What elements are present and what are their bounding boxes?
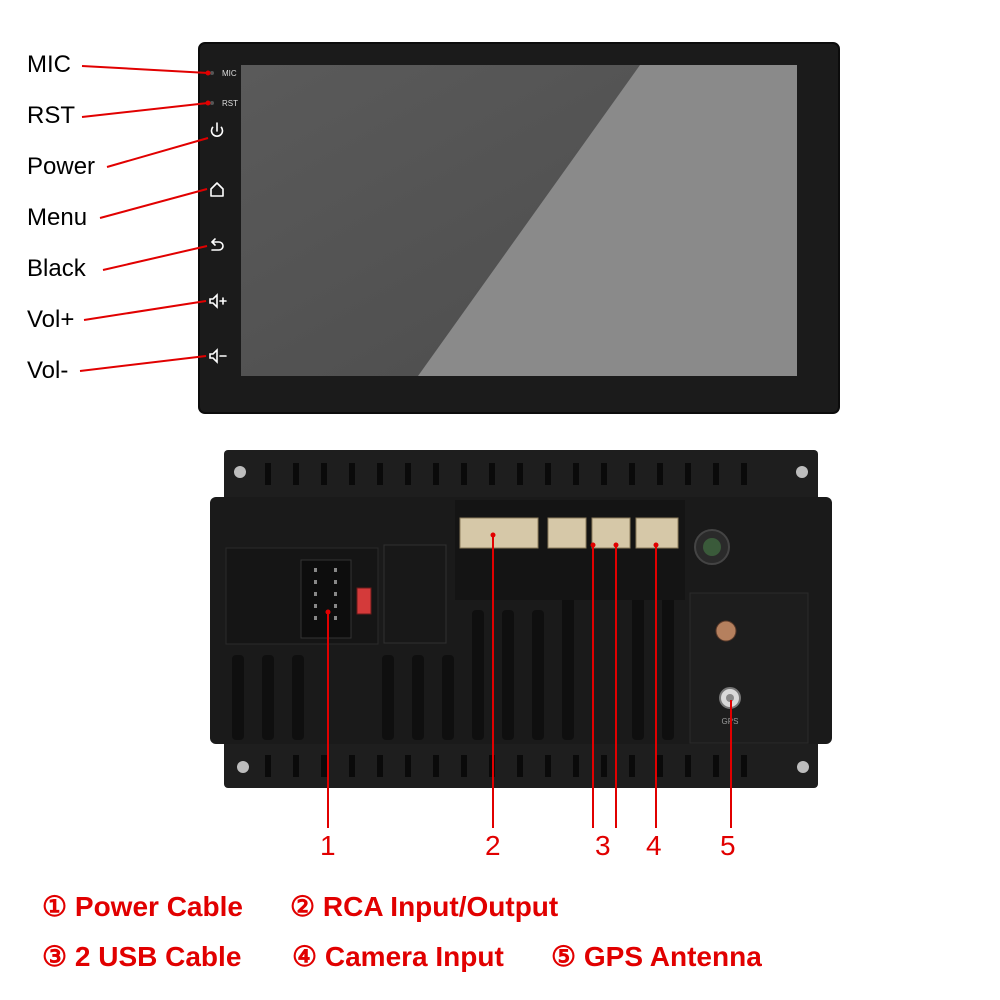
callout-number-3: 3 [595, 830, 611, 861]
volume-up-icon[interactable] [209, 293, 227, 309]
legend-symbol: ③ [42, 941, 68, 972]
volume-down-icon[interactable] [209, 348, 227, 364]
legend-symbol: ① [42, 891, 68, 922]
legend-text: Power Cable [74, 891, 243, 922]
legend-text: RCA Input/Output [322, 891, 559, 922]
usb-connector-1 [547, 517, 587, 549]
callout-number-1: 1 [320, 830, 336, 861]
radio-antenna-socket [715, 620, 737, 642]
mic-jack-core [703, 538, 721, 556]
legend-item-usb: ③ 2 USB Cable [42, 943, 241, 971]
legend-item-power-cable: ① Power Cable [42, 893, 243, 921]
mic-small-label: MIC [222, 69, 237, 78]
mic-label: MIC [27, 51, 71, 78]
power-label: Power [27, 153, 96, 180]
screw [797, 761, 809, 773]
side-vents [232, 570, 674, 740]
front-panel: MIC RST [198, 42, 840, 414]
black-label: Black [27, 255, 86, 282]
vol-down-label: Vol- [27, 357, 69, 384]
callout-number-2: 2 [485, 830, 501, 861]
legend-symbol: ⑤ [551, 941, 577, 972]
bottom-vents [265, 755, 747, 777]
home-icon[interactable] [210, 182, 224, 197]
blank-plate [383, 544, 447, 644]
legend-text: Camera Input [324, 941, 504, 972]
top-vents [265, 463, 747, 485]
vol-up-label: Vol+ [27, 306, 75, 333]
rst-label: RST [27, 102, 75, 129]
legend-item-gps: ⑤ GPS Antenna [551, 943, 762, 971]
legend-symbol: ④ [292, 941, 318, 972]
callout-number-4: 4 [646, 830, 662, 861]
legend-item-camera: ④ Camera Input [292, 943, 504, 971]
power-socket [300, 559, 352, 639]
screw [796, 466, 808, 478]
rca-connector [459, 517, 539, 549]
screw [234, 466, 246, 478]
front-leader-lines [79, 65, 209, 372]
mic-hole [210, 71, 214, 75]
connector-block [455, 500, 685, 600]
callout-number-5: 5 [720, 830, 736, 861]
reset-hole[interactable] [210, 101, 214, 105]
rst-small-label: RST [222, 99, 238, 108]
fuse [356, 587, 372, 615]
screen-glare [418, 65, 797, 376]
antenna-panel [689, 592, 809, 744]
power-socket-pins [314, 568, 337, 620]
legend-item-rca: ② RCA Input/Output [290, 893, 558, 921]
menu-label: Menu [27, 204, 88, 231]
power-icon[interactable] [210, 122, 224, 137]
back-icon[interactable] [210, 238, 224, 251]
legend-text: 2 USB Cable [74, 941, 242, 972]
screw [237, 761, 249, 773]
legend-text: GPS Antenna [583, 941, 762, 972]
leader-end-dots [205, 70, 659, 615]
legend-symbol: ② [290, 891, 316, 922]
back-leader-lines [327, 535, 732, 828]
usb-connector-2 [591, 517, 631, 549]
back-panel: GPS [210, 450, 832, 788]
